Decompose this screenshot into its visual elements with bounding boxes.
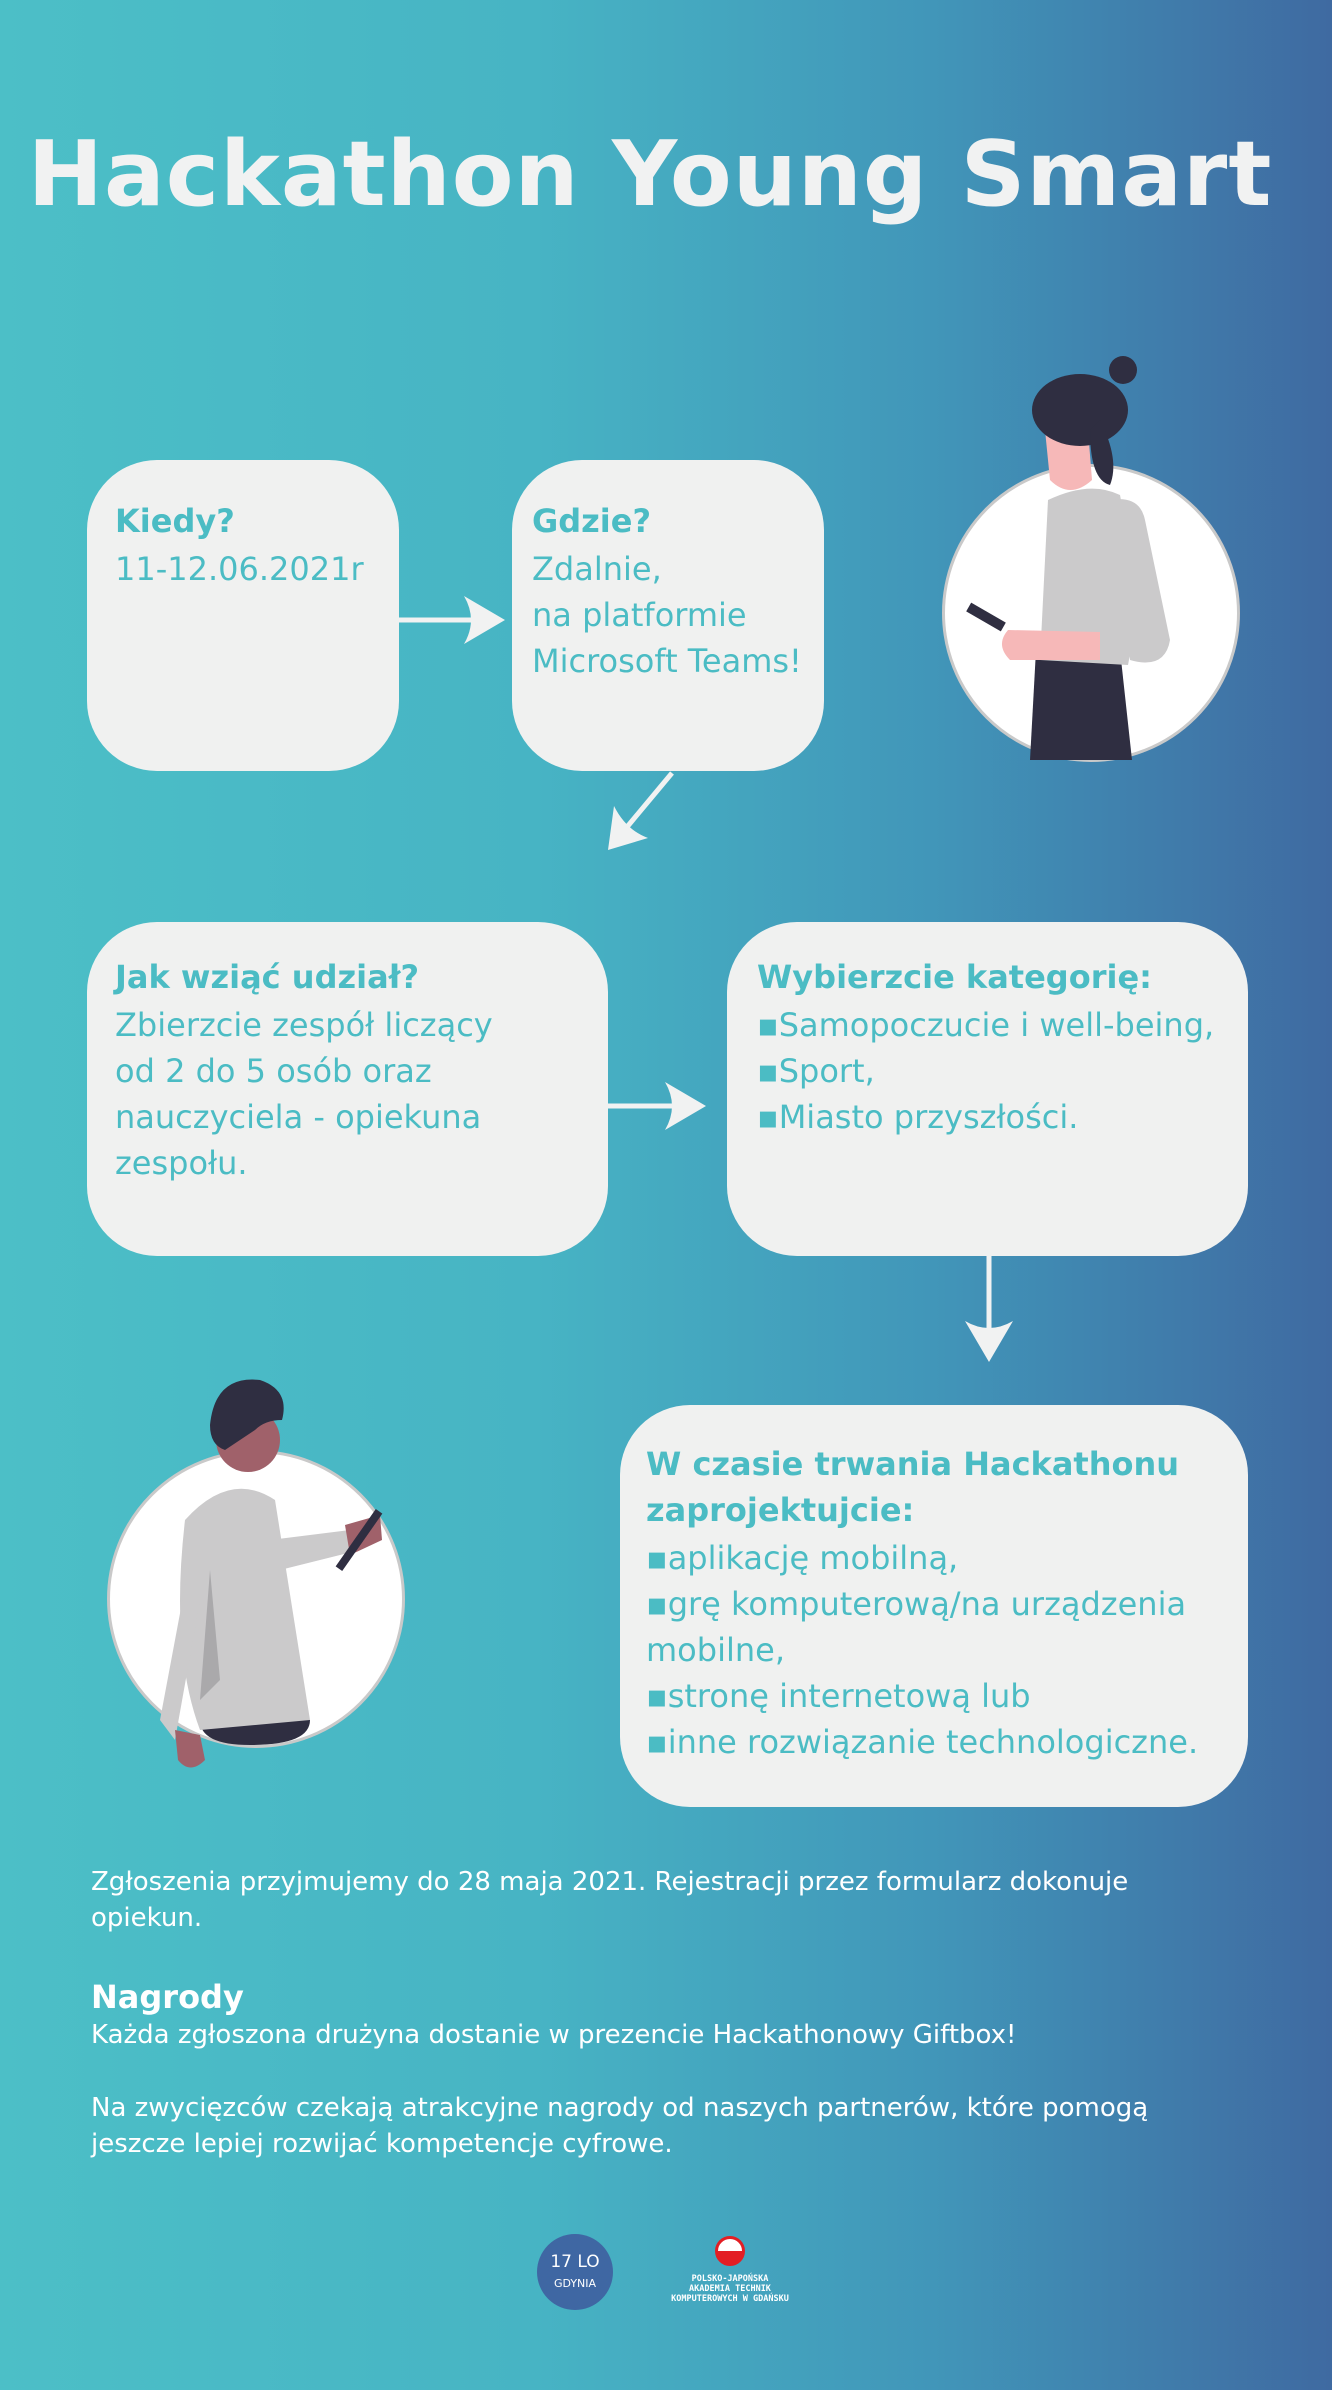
box-category: Wybierzcie kategorię: ▪Samopoczucie i we… [727, 922, 1248, 1256]
box-where: Gdzie? Zdalnie, na platformie Microsoft … [512, 460, 824, 771]
box-heading: Jak wziąć udział? [115, 958, 420, 996]
box-heading: W czasie trwania Hackathonu [646, 1445, 1180, 1483]
man-figure-icon [160, 1379, 383, 1768]
box-line: ▪Miasto przyszłości. [757, 1098, 1079, 1136]
school-logo-line1: 17 LO [550, 2252, 600, 2272]
prizes-section: Nagrody Każda zgłoszona drużyna dostanie… [91, 1977, 1016, 2053]
box-line: Microsoft Teams! [532, 642, 802, 680]
info-line: opiekun. [91, 1903, 203, 1933]
arrow-head [965, 1321, 1013, 1362]
box-line: ▪Sport, [757, 1052, 875, 1090]
box-line: ▪stronę internetową lub [646, 1677, 1031, 1715]
school-logo-line2: GDYNIA [553, 2277, 597, 2290]
box-design: W czasie trwania Hackathonu zaprojektujc… [620, 1405, 1248, 1807]
info-line: Zgłoszenia przyjmujemy do 28 maja 2021. … [91, 1867, 1129, 1897]
school-logo: 17 LO GDYNIA [537, 2234, 613, 2310]
box-line: 11-12.06.2021r [115, 550, 364, 588]
info-line: jeszcze lepiej rozwijać kompetencje cyfr… [91, 2129, 673, 2159]
page-title: Hackathon Young Smart [27, 122, 1273, 227]
box-line: ▪aplikację mobilną, [646, 1539, 959, 1577]
box-line: mobilne, [646, 1631, 785, 1669]
box-when: Kiedy? 11-12.06.2021r [87, 460, 399, 771]
box-line: ▪Samopoczucie i well-being, [757, 1006, 1215, 1044]
prizes-heading: Nagrody [91, 1978, 244, 2016]
winners-info: Na zwycięzców czekają atrakcyjne nagrody… [91, 2090, 1148, 2162]
arrow-head [665, 1082, 706, 1130]
box-line: ▪grę komputerową/na urządzenia [646, 1585, 1187, 1623]
pjatk-logo: POLSKO-JAPOŃSKA AKADEMIA TECHNIK KOMPUTE… [655, 2236, 805, 2304]
pjatk-logo-line: AKADEMIA TECHNIK [689, 2284, 771, 2294]
box-line: zespołu. [115, 1144, 248, 1182]
box-line: Zdalnie, [532, 550, 662, 588]
registration-info: Zgłoszenia przyjmujemy do 28 maja 2021. … [91, 1864, 1128, 1936]
box-heading: Gdzie? [532, 502, 652, 540]
box-line: od 2 do 5 osób oraz [115, 1052, 432, 1090]
pjatk-logo-line: POLSKO-JAPOŃSKA [691, 2274, 769, 2284]
box-heading: zaprojektujcie: [646, 1491, 915, 1529]
info-line: Na zwycięzców czekają atrakcyjne nagrody… [91, 2093, 1149, 2123]
polish-flag-icon [715, 2236, 745, 2266]
box-how: Jak wziąć udział? Zbierzcie zespół liczą… [87, 922, 608, 1256]
box-line: ▪inne rozwiązanie technologiczne. [646, 1723, 1199, 1761]
woman-figure-icon [966, 356, 1170, 760]
info-line: Każda zgłoszona drużyna dostanie w preze… [91, 2020, 1017, 2050]
box-line: Zbierzcie zespół liczący [115, 1006, 493, 1044]
arrow-head [464, 596, 505, 644]
box-heading: Kiedy? [115, 502, 235, 540]
pjatk-logo-line: KOMPUTEROWYCH W GDAŃSKU [671, 2294, 789, 2304]
box-line: nauczyciela - opiekuna [115, 1098, 482, 1136]
box-line: na platformie [532, 596, 747, 634]
box-heading: Wybierzcie kategorię: [757, 958, 1152, 996]
arrow-head [608, 806, 648, 850]
